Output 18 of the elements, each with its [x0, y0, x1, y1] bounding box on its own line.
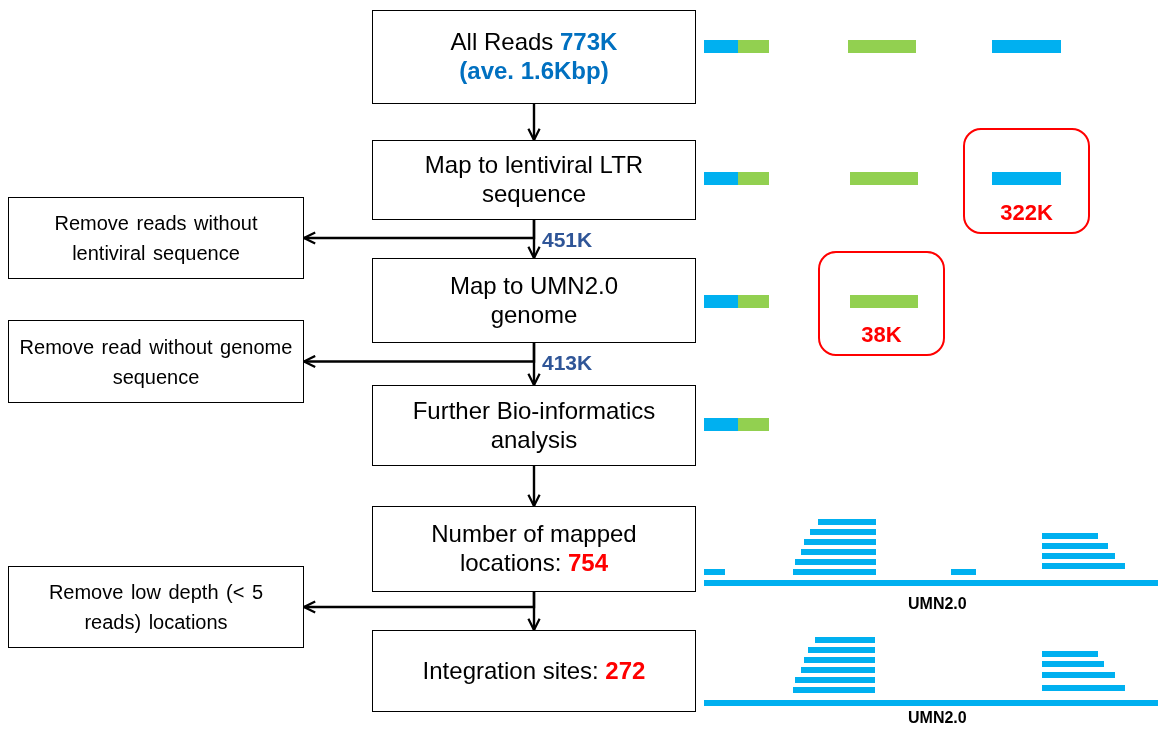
process-box: Map to lentiviral LTR sequence: [372, 140, 696, 220]
filter-box: Remove low depth (< 5 reads) locations: [8, 566, 304, 648]
process-box: Map to UMN2.0 genome: [372, 258, 696, 343]
highlight-box: 322K: [963, 128, 1090, 234]
process-box: Further Bio-informatics analysis: [372, 385, 696, 466]
filter-box: Remove read without genome sequence: [8, 320, 304, 403]
process-box: All Reads 773K (ave. 1.6Kbp): [372, 10, 696, 104]
arrow: [302, 220, 536, 245]
genome-label: UMN2.0: [908, 596, 967, 612]
highlight-box: 38K: [818, 251, 945, 356]
arrow: [527, 104, 541, 142]
process-box: Number of mapped locations: 754: [372, 506, 696, 592]
arrow: [302, 592, 536, 614]
arrow: [527, 466, 541, 508]
process-box: Integration sites: 272: [372, 630, 696, 712]
filter-box: Remove reads without lentiviral sequence: [8, 197, 304, 279]
genome-label: UMN2.0: [908, 710, 967, 726]
arrow: [302, 343, 536, 369]
